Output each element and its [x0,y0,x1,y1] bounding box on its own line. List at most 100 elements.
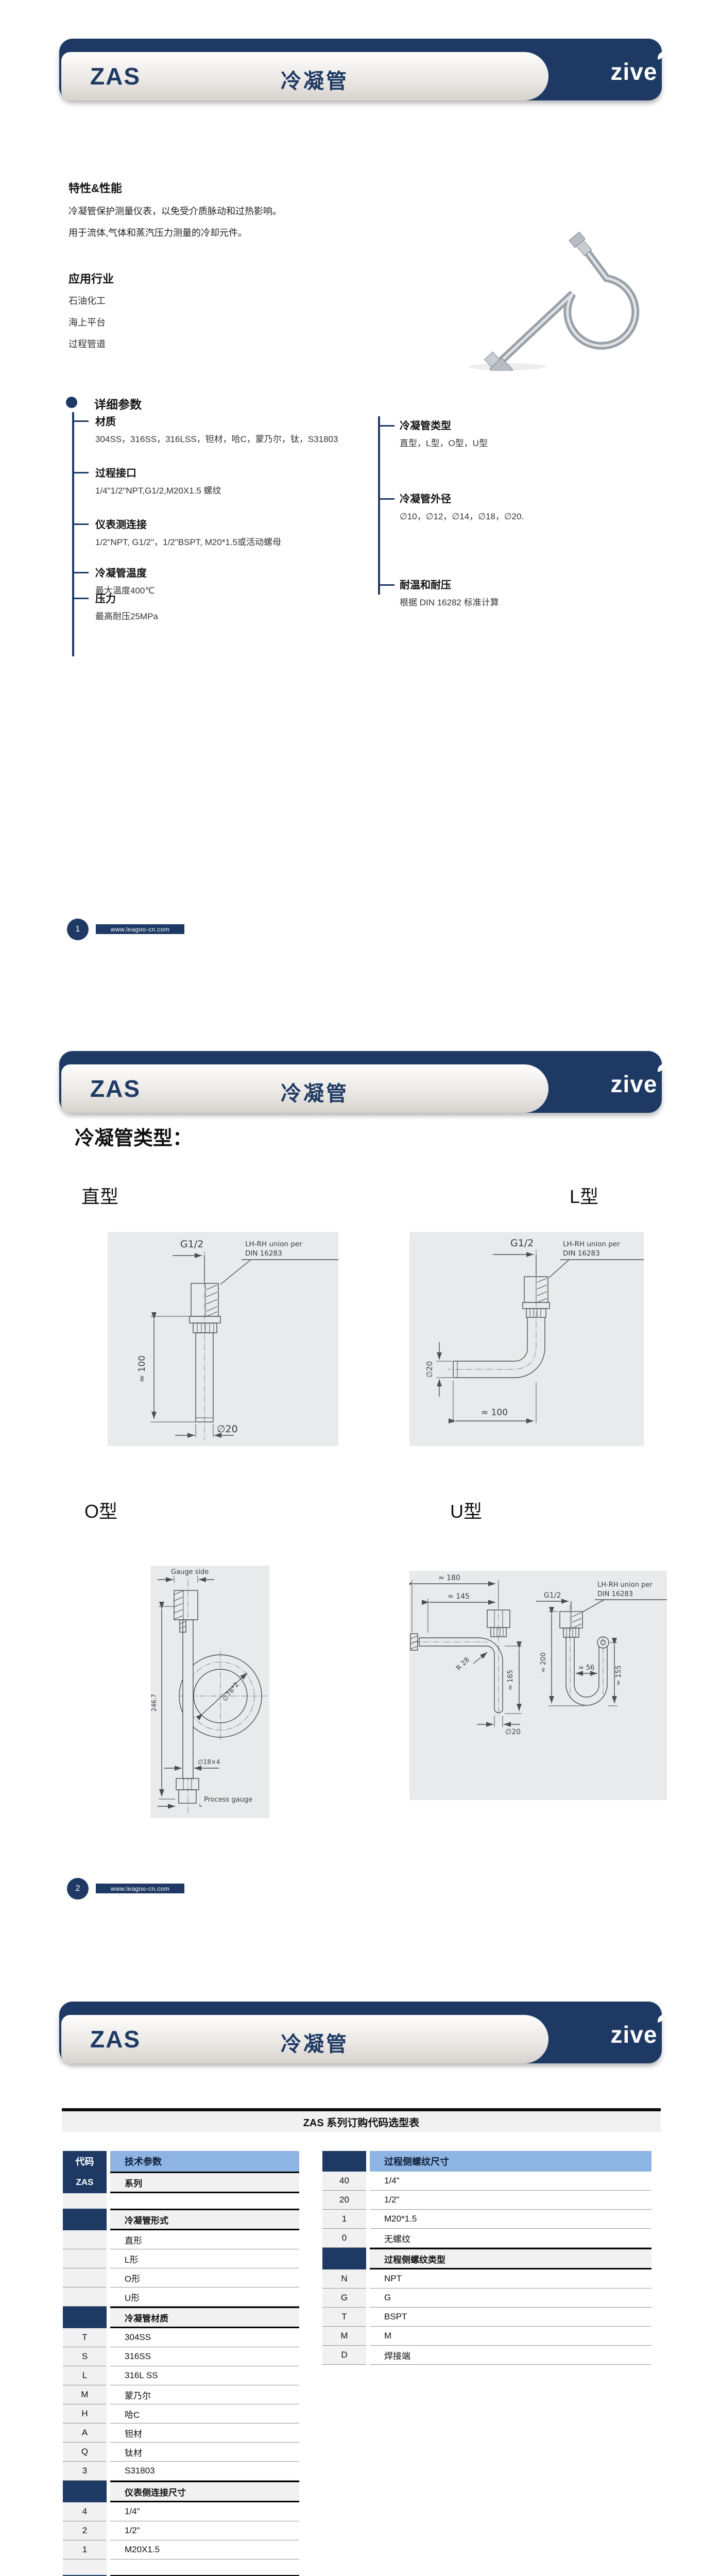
row-code [63,2287,107,2307]
row-value: 仪表侧连接尺寸 [110,2481,299,2502]
row-value: L形 [110,2249,299,2268]
table-row: 冷凝管材质 [63,2307,299,2328]
page-number-badge: 2 [67,1878,89,1900]
row-code: S [63,2347,107,2366]
row-value: 316L SS [110,2366,299,2385]
row-code: T [63,2328,107,2347]
type-label-l: L型 [570,1186,599,1207]
row-value: 304SS [110,2328,299,2347]
industry-item: 过程管道 [68,339,106,349]
svg-text:∅18×4: ∅18×4 [198,1758,220,1766]
details-title: 详细参数 [94,398,142,411]
svg-text:∅20: ∅20 [425,1361,434,1378]
banner-title-panel: ZAS 冷凝管 [61,2015,548,2063]
row-code: H [63,2404,107,2424]
row-code: L [63,2366,107,2385]
tree-line-right [378,416,380,595]
tree-line-left [72,412,74,656]
svg-text:≈ 100: ≈ 100 [137,1355,147,1382]
website-link[interactable]: www.leagoo-cn.com [96,924,184,934]
series-code: ZAS [90,63,141,90]
leaf-icon [658,2014,665,2023]
table-row: 仪表侧连接尺寸 [63,2481,299,2502]
row-value: S31803 [110,2462,299,2481]
svg-text:≈ 56: ≈ 56 [578,1664,595,1672]
header-param-cell: 过程侧螺纹尺寸 [370,2151,651,2172]
row-value: 316SS [110,2347,299,2366]
svg-text:LH-RH union per: LH-RH union per [597,1581,653,1589]
svg-text:∅20: ∅20 [505,1728,521,1736]
row-code [63,2209,107,2230]
tree-tick [378,498,394,500]
row-value: G [370,2289,651,2308]
row-code: 0 [322,2229,366,2248]
svg-text:G1/2: G1/2 [544,1591,561,1600]
ordering-table-title: ZAS 系列订购代码选型表 [62,2108,661,2132]
brand-logo: zive [606,2002,665,2063]
row-value: M20*1.5 [370,2210,651,2229]
table-row: 仪表侧螺纹类型 [63,2575,299,2576]
row-value: 冷凝管形式 [110,2209,299,2230]
svg-text:DIN 16283: DIN 16283 [597,1590,633,1598]
row-value [110,2560,299,2575]
table-row: 直形 [63,2230,299,2249]
row-value: 过程侧螺纹类型 [370,2248,651,2269]
row-code: ZAS [63,2172,107,2193]
row-code: G [322,2289,366,2308]
svg-text:DIN 16283: DIN 16283 [563,1249,600,1258]
row-value: M20X1.5 [110,2540,299,2560]
svg-text:≈ 100: ≈ 100 [481,1408,508,1418]
row-value: 仪表侧螺纹类型 [110,2575,299,2576]
svg-text:Process gauge: Process gauge [204,1796,252,1804]
row-code [63,2193,107,2209]
svg-text:≈ 180: ≈ 180 [438,1574,460,1582]
row-code: M [63,2385,107,2404]
svg-text:G1/2: G1/2 [180,1239,203,1250]
row-code: 1 [63,2540,107,2560]
row-code [63,2560,107,2575]
row-code [63,2230,107,2249]
tree-tick [72,472,89,473]
row-code: 1 [322,2210,366,2229]
product-name: 冷凝管 [281,1082,349,1105]
row-code: 2 [63,2521,107,2540]
row-code: T [322,2308,366,2327]
table-row: 过程侧螺纹类型 [322,2248,651,2269]
row-value: 焊接端 [370,2346,651,2365]
table-row: 冷凝管形式 [63,2209,299,2230]
row-value: M [370,2327,651,2346]
svg-text:LH-RH union per: LH-RH union per [563,1240,620,1248]
row-code [63,2481,107,2502]
page2-title: 冷凝管类型： [75,1128,193,1149]
industries-title: 应用行业 [68,273,114,285]
row-code: 40 [322,2172,366,2191]
website-link[interactable]: www.leagoo-cn.com [96,1884,184,1893]
section-bullet-icon [66,397,77,408]
table-row: L形 [63,2249,299,2268]
table-row: U形 [63,2287,299,2307]
row-value: O形 [110,2268,299,2287]
row-code [63,2575,107,2576]
param-rating: 耐温和耐压 根据 DIN 16282 标准计算 [400,580,499,607]
industry-item: 海上平台 [68,317,106,328]
tree-tick [378,425,394,427]
tree-tick [72,420,89,422]
param-pressure: 压力 最高耐压25MPa [95,594,158,621]
features-line: 用于流体,气体和蒸汽压力测量的冷却元件。 [68,228,247,238]
